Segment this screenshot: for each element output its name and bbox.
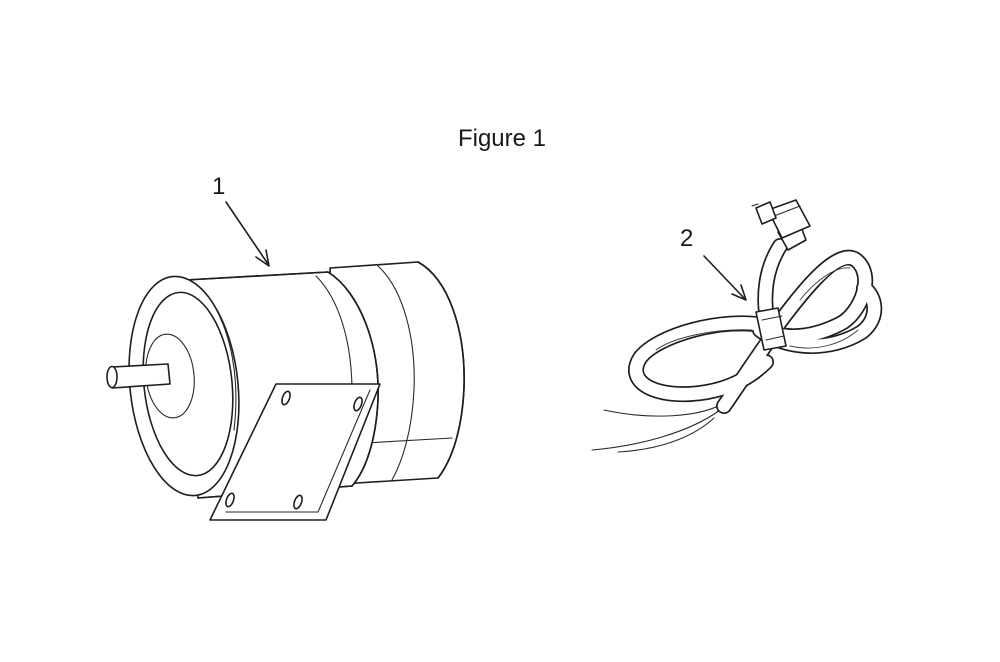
motor-shaft <box>106 363 171 389</box>
callout-label-2: 2 <box>680 225 693 252</box>
cord-plug <box>751 199 811 251</box>
leader-line-2 <box>703 255 745 299</box>
leader-arrowhead-1 <box>255 249 270 267</box>
cord-wire-ends <box>591 401 727 453</box>
power-cord-illustration <box>591 199 883 453</box>
callout-power-cord: 2 <box>680 225 747 301</box>
callout-motor: 1 <box>212 173 270 267</box>
figure-caption: Figure 1 <box>458 125 546 152</box>
motor-mounting-bracket <box>209 383 381 521</box>
callout-label-1: 1 <box>212 173 225 200</box>
leader-arrowhead-2 <box>731 284 747 301</box>
cord-coils <box>628 238 883 414</box>
leader-line-1 <box>225 201 269 265</box>
motor-illustration <box>106 261 465 521</box>
cord-tie-band <box>755 307 787 351</box>
motor-front-face <box>128 275 240 497</box>
